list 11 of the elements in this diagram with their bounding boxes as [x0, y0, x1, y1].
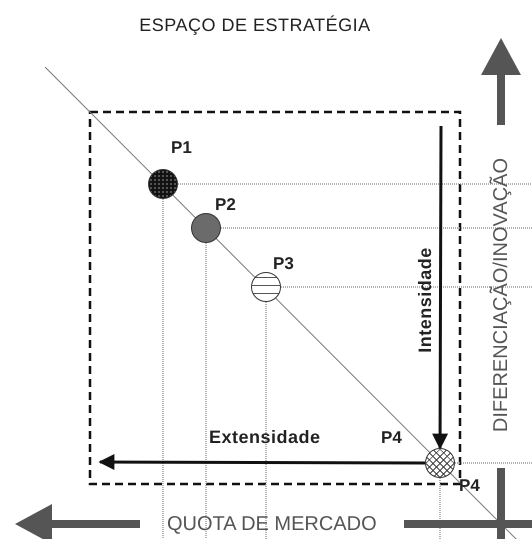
horizontal-axis-label: QUOTA DE MERCADO — [167, 514, 377, 534]
edge-label: Intensidade — [416, 247, 434, 353]
arrow — [432, 126, 448, 450]
point-label: P2 — [215, 196, 236, 213]
point-label: P4 — [381, 429, 402, 446]
vertical-axis-label: DIFERENCIAÇÃO/INOVAÇÃO — [491, 158, 512, 432]
point-label: P3 — [273, 255, 294, 272]
edge-label: Extensidade — [209, 428, 321, 446]
arrow — [98, 454, 425, 470]
title: ESPAÇO DE ESTRATÉGIA — [138, 16, 372, 34]
point-label: P1 — [171, 139, 192, 156]
